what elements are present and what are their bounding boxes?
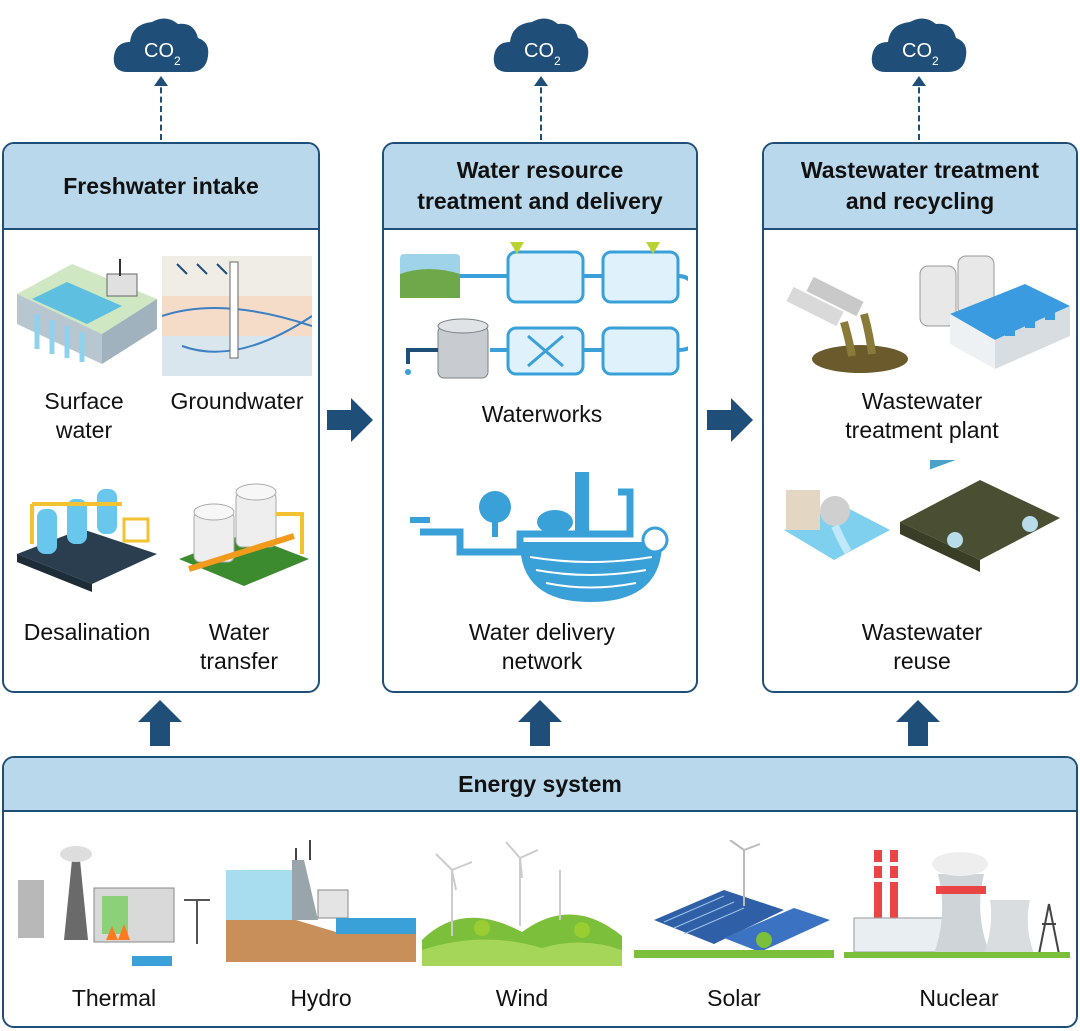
label-thermal: Thermal <box>71 985 157 1011</box>
flow-arrow-up-icon <box>518 700 562 746</box>
label-wind: Wind <box>495 985 549 1011</box>
label-wastewater-treatment-plant: Wastewater treatment plant <box>845 388 999 443</box>
panel-energy-system: Energy system Thermal Hydro <box>2 756 1078 1028</box>
panel-title: Water resource treatment and delivery <box>384 144 696 230</box>
panel-wastewater-treatment: Wastewater treatment and recycling Waste… <box>762 142 1078 693</box>
waterworks-illustration <box>400 242 688 379</box>
surface-water-illustration <box>17 259 157 364</box>
panel-title: Freshwater intake <box>4 144 318 230</box>
panel-title: Energy system <box>4 758 1076 812</box>
label-surface-water: Surface water <box>44 388 124 443</box>
cloud-icon: CO 2 <box>871 18 967 73</box>
water-transfer-illustration <box>179 483 309 586</box>
solar-farm-illustration <box>634 840 834 958</box>
label-hydro: Hydro <box>290 985 352 1011</box>
desalination-illustration <box>17 489 157 592</box>
water-delivery-network-illustration <box>410 472 669 602</box>
dashed-connector <box>918 78 920 140</box>
co2-cloud-freshwater: CO 2 <box>110 10 210 76</box>
hydro-plant-illustration <box>226 840 416 962</box>
cloud-icon: CO 2 <box>113 18 209 73</box>
co2-sub: 2 <box>554 54 561 68</box>
co2-sub: 2 <box>932 54 939 68</box>
nuclear-plant-illustration <box>844 850 1070 958</box>
co2-text: CO <box>144 40 174 62</box>
arrow-tip-icon <box>154 76 168 86</box>
co2-cloud-treatment: CO 2 <box>490 10 590 76</box>
co2-text: CO <box>902 40 932 62</box>
dashed-connector <box>540 78 542 140</box>
co2-sub: 2 <box>174 54 181 68</box>
panel-water-treatment-delivery: Water resource treatment and delivery Wa… <box>382 142 698 693</box>
thermal-plant-illustration <box>18 846 210 966</box>
flow-arrow-right-icon <box>327 398 373 442</box>
label-desalination: Desalination <box>23 619 151 645</box>
co2-text: CO <box>524 40 554 62</box>
co2-cloud-wastewater: CO 2 <box>868 10 968 76</box>
label-nuclear: Nuclear <box>919 985 999 1011</box>
label-groundwater: Groundwater <box>170 388 304 414</box>
label-water-transfer: Water transfer <box>200 619 278 674</box>
wastewater-treatment-plant-illustration <box>786 255 1070 373</box>
groundwater-illustration <box>162 256 312 376</box>
panel-title: Wastewater treatment and recycling <box>764 144 1076 230</box>
label-wastewater-reuse: Wastewater reuse <box>861 619 983 674</box>
flow-arrow-up-icon <box>138 700 182 746</box>
cloud-icon: CO 2 <box>493 18 589 73</box>
label-waterworks: Waterworks <box>481 401 603 427</box>
flow-arrow-up-icon <box>896 700 940 746</box>
label-solar: Solar <box>707 985 761 1011</box>
flow-arrow-right-icon <box>707 398 753 442</box>
panel-freshwater-intake: Freshwater intake Surface water Groundwa… <box>2 142 320 693</box>
arrow-tip-icon <box>912 76 926 86</box>
dashed-connector <box>160 78 162 140</box>
label-water-delivery-network: Water delivery network <box>468 619 616 674</box>
arrow-tip-icon <box>534 76 548 86</box>
wind-farm-illustration <box>422 841 622 966</box>
wastewater-reuse-illustration <box>784 460 1060 572</box>
